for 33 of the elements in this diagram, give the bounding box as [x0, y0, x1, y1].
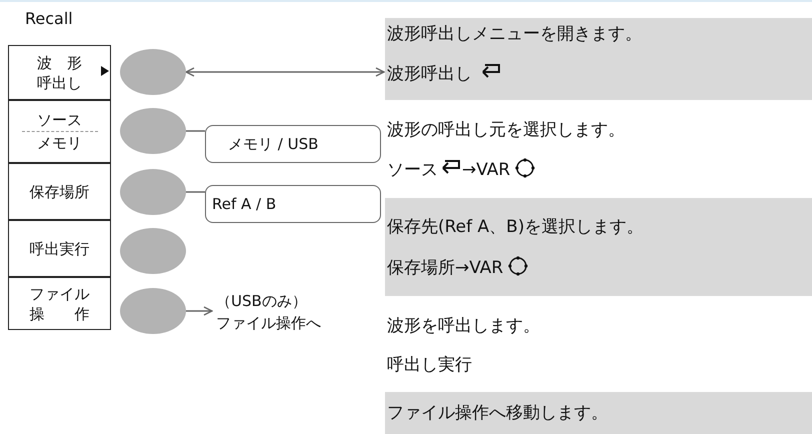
arrow	[185, 67, 385, 77]
description-text: ソース	[387, 160, 438, 180]
option-box: メモリ / USB	[205, 125, 381, 163]
description-text: 波形を呼出します。	[387, 316, 540, 336]
menu-key	[8, 100, 111, 163]
menu-title: Recall	[25, 9, 73, 28]
description-text: 呼出し実行	[387, 355, 472, 375]
arrow	[186, 306, 213, 316]
softkey-button	[120, 49, 186, 95]
softkey-button	[120, 108, 186, 154]
key-sequence: 波形呼出し	[387, 64, 472, 84]
key-label: ソース	[36, 110, 83, 130]
key-label: 呼出実行	[28, 238, 90, 258]
softkey-button	[120, 288, 186, 334]
description-text: 波形の呼出し元を選択します。	[387, 120, 625, 140]
description-text: 保存場所→VAR	[387, 258, 504, 278]
softkey-button	[120, 228, 186, 274]
option-box: Ref A / B	[205, 185, 381, 223]
key-label: 波形呼出し	[37, 52, 82, 92]
menu-key	[8, 277, 111, 330]
softkey-button	[120, 169, 186, 215]
menu-key	[8, 45, 111, 100]
menu-key	[8, 220, 111, 277]
key-label: ファイル操作	[30, 284, 90, 324]
description-text: 保存先(Ref A、B)を選択します。	[387, 217, 644, 237]
description-text: 波形呼出しメニューを開きます。	[387, 24, 642, 44]
menu-key	[8, 163, 111, 220]
key-label: 保存場所	[28, 182, 90, 202]
note-text: （USBのみ）	[216, 291, 308, 312]
description-text: →VAR	[462, 160, 510, 180]
key-label: メモリ	[36, 133, 83, 153]
description-text: ファイル操作へ移動します。	[387, 403, 608, 423]
note-text: ファイル操作へ	[216, 313, 321, 334]
